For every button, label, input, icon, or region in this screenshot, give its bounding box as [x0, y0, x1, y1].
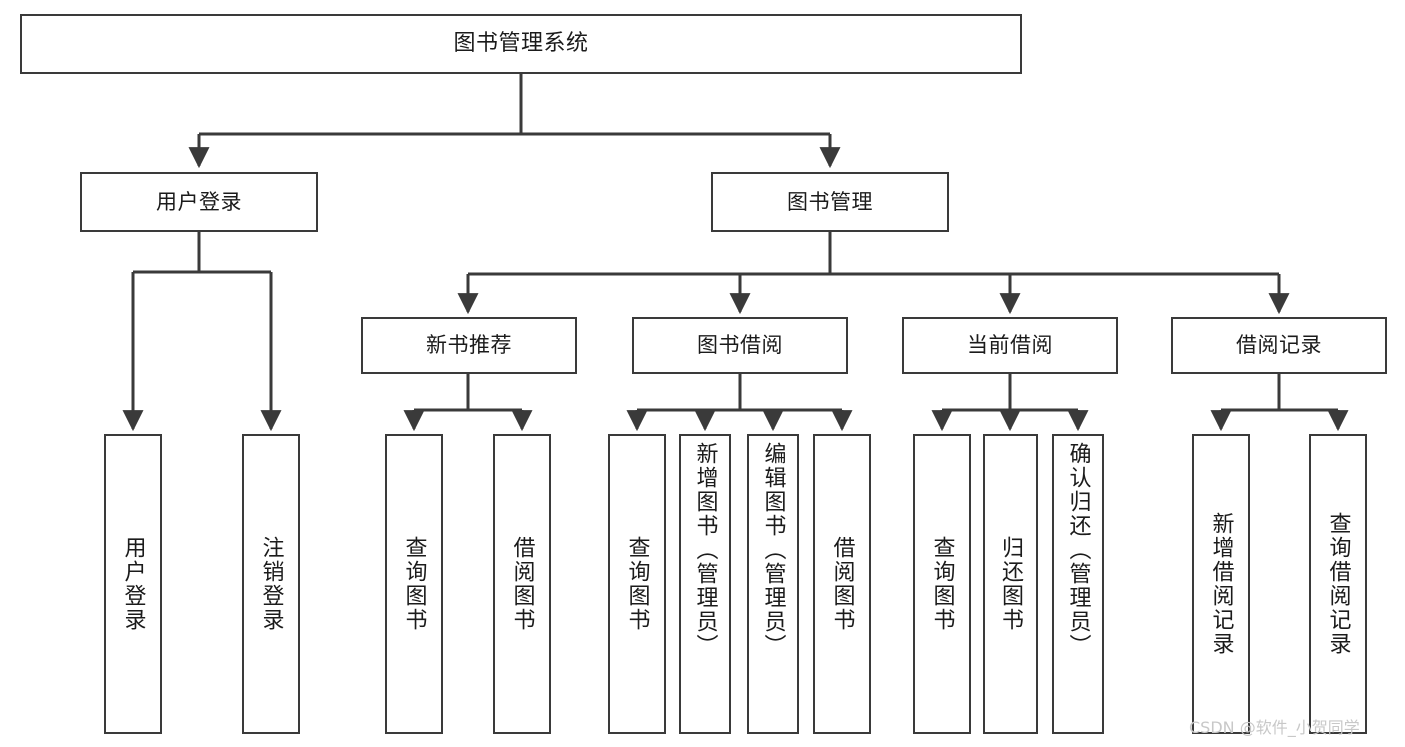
node-label: 编辑图书（管理员） [760, 442, 786, 658]
node-label: 归还图书 [998, 536, 1024, 632]
node-user-login[interactable]: 用户登录 [80, 172, 318, 232]
node-label: 查询借阅记录 [1325, 512, 1351, 656]
node-label: 图书借阅 [697, 333, 783, 358]
node-label: 用户登录 [156, 189, 242, 214]
leaf-add-borrow-record[interactable]: 新增借阅记录 [1192, 434, 1250, 734]
leaf-query-book-borrow[interactable]: 查询图书 [608, 434, 666, 734]
leaf-user-login[interactable]: 用户登录 [104, 434, 162, 734]
node-label: 图书管理系统 [453, 31, 589, 57]
leaf-query-book-current[interactable]: 查询图书 [913, 434, 971, 734]
node-label: 新增图书（管理员） [692, 442, 718, 658]
leaf-borrow-book[interactable]: 借阅图书 [813, 434, 871, 734]
csdn-watermark: CSDN @软件_小贺同学 [1189, 718, 1360, 737]
node-label: 查询图书 [929, 536, 955, 632]
node-borrow-record[interactable]: 借阅记录 [1171, 317, 1387, 374]
node-label: 借阅图书 [829, 536, 855, 632]
node-label: 确认归还（管理员） [1065, 442, 1091, 658]
leaf-borrow-book-recommend[interactable]: 借阅图书 [493, 434, 551, 734]
leaf-edit-book-admin[interactable]: 编辑图书（管理员） [747, 434, 799, 734]
leaf-query-book-recommend[interactable]: 查询图书 [385, 434, 443, 734]
node-label: 图书管理 [787, 189, 873, 214]
node-label: 当前借阅 [967, 333, 1053, 358]
leaf-confirm-return-admin[interactable]: 确认归还（管理员） [1052, 434, 1104, 734]
leaf-add-book-admin[interactable]: 新增图书（管理员） [679, 434, 731, 734]
leaf-user-logout[interactable]: 注销登录 [242, 434, 300, 734]
node-book-management[interactable]: 图书管理 [711, 172, 949, 232]
node-label: 查询图书 [401, 536, 427, 632]
node-label: 借阅图书 [509, 536, 535, 632]
node-label: 新增借阅记录 [1208, 512, 1234, 656]
node-label: 用户登录 [120, 536, 146, 632]
node-current-borrow[interactable]: 当前借阅 [902, 317, 1118, 374]
node-label: 注销登录 [258, 536, 284, 632]
node-root-library-system[interactable]: 图书管理系统 [20, 14, 1022, 74]
leaf-query-borrow-record[interactable]: 查询借阅记录 [1309, 434, 1367, 734]
node-new-book-recommend[interactable]: 新书推荐 [361, 317, 577, 374]
leaf-return-book[interactable]: 归还图书 [983, 434, 1038, 734]
node-label: 新书推荐 [426, 333, 512, 358]
node-label: 借阅记录 [1236, 333, 1322, 358]
node-label: 查询图书 [624, 536, 650, 632]
node-book-borrow[interactable]: 图书借阅 [632, 317, 848, 374]
